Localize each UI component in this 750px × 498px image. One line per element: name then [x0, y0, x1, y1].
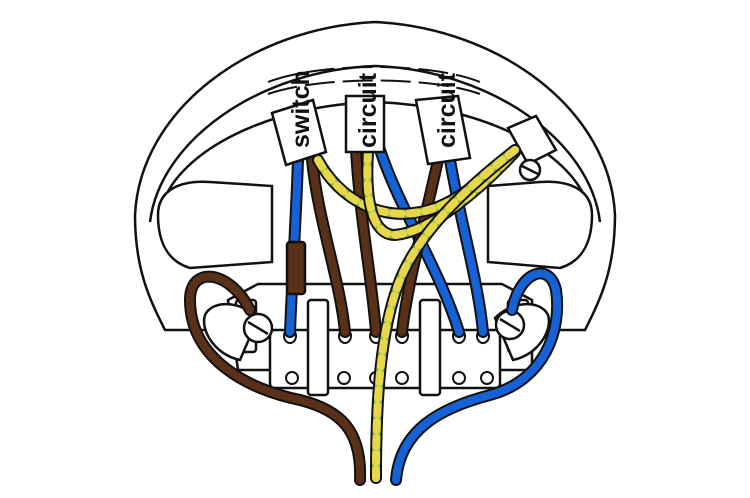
- wire-brown-left-loop: [183, 270, 367, 486]
- switch-label-tag: switch: [270, 70, 328, 167]
- cord-grip-left: [202, 302, 274, 362]
- circuit-left-label: circuit: [354, 72, 382, 148]
- cable-entry-arcs: [267, 66, 481, 95]
- wire-blue-right-loop: [390, 267, 564, 486]
- circuit-right-label: circuit: [433, 72, 461, 148]
- circuit-left-label-tag: circuit: [344, 72, 386, 154]
- wire-switch-brown: [306, 154, 351, 338]
- brown-sleeve-marker: [285, 240, 307, 296]
- cord-grip-right: [493, 302, 551, 362]
- wire-circuit2-blue: [444, 154, 489, 338]
- wire-circuit1-brown: [350, 144, 382, 338]
- earth-terminal: [506, 114, 558, 182]
- switch-label: switch: [287, 70, 315, 148]
- wire-earth-main: [370, 144, 521, 484]
- circuit-right-label-tag: circuit: [414, 72, 472, 166]
